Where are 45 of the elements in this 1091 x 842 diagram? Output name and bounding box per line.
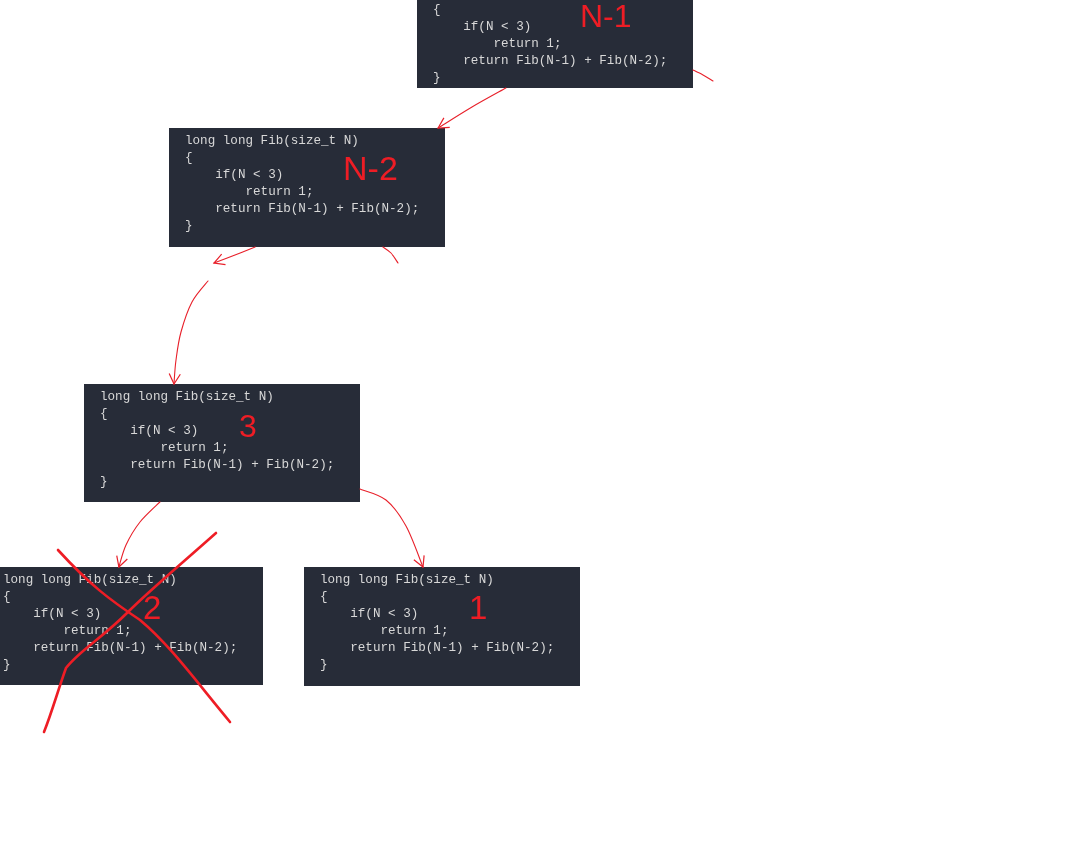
- code-line: if(N < 3): [350, 606, 419, 623]
- step-label: 2: [143, 591, 162, 624]
- code-block: [417, 0, 693, 88]
- hand-drawn-arrow: [115, 501, 161, 568]
- code-line: }: [100, 474, 108, 491]
- code-line: return 1;: [493, 36, 562, 53]
- hand-drawn-line: [382, 246, 399, 264]
- code-block: [304, 567, 580, 686]
- step-label: 3: [239, 410, 257, 442]
- code-line: return Fib(N-1) + Fib(N-2);: [130, 457, 335, 474]
- code-block: [84, 384, 360, 502]
- code-line: if(N < 3): [463, 19, 532, 36]
- hand-drawn-arrow: [213, 246, 256, 266]
- code-line: return Fib(N-1) + Fib(N-2);: [463, 53, 668, 70]
- code-line: }: [185, 218, 193, 235]
- code-block: [0, 567, 263, 685]
- code-line: return Fib(N-1) + Fib(N-2);: [33, 640, 238, 657]
- code-line: return 1;: [63, 623, 132, 640]
- step-label: 1: [469, 591, 488, 624]
- code-line: long long Fib(size_t N): [100, 389, 274, 406]
- hand-drawn-line: [692, 69, 714, 82]
- code-line: if(N < 3): [215, 167, 284, 184]
- code-line: {: [320, 589, 328, 606]
- hand-drawn-arrow: [437, 87, 507, 129]
- code-line: return 1;: [380, 623, 449, 640]
- code-line: if(N < 3): [130, 423, 199, 440]
- code-line: long long Fib(size_t N): [185, 133, 359, 150]
- code-line: }: [3, 657, 11, 674]
- code-line: return 1;: [160, 440, 229, 457]
- code-line: {: [3, 589, 11, 606]
- code-line: }: [320, 657, 328, 674]
- code-line: {: [185, 150, 193, 167]
- code-line: return Fib(N-1) + Fib(N-2);: [350, 640, 555, 657]
- code-line: return Fib(N-1) + Fib(N-2);: [215, 201, 420, 218]
- code-line: if(N < 3): [33, 606, 102, 623]
- hand-drawn-arrow: [359, 488, 425, 568]
- step-label: N-2: [343, 151, 398, 185]
- code-block: [169, 128, 445, 247]
- code-line: return 1;: [245, 184, 314, 201]
- hand-drawn-arrow: [168, 280, 209, 385]
- code-line: }: [433, 70, 441, 87]
- code-line: long long Fib(size_t N): [320, 572, 494, 589]
- code-line: {: [100, 406, 108, 423]
- step-label: N-1: [580, 0, 632, 32]
- code-line: {: [433, 2, 441, 19]
